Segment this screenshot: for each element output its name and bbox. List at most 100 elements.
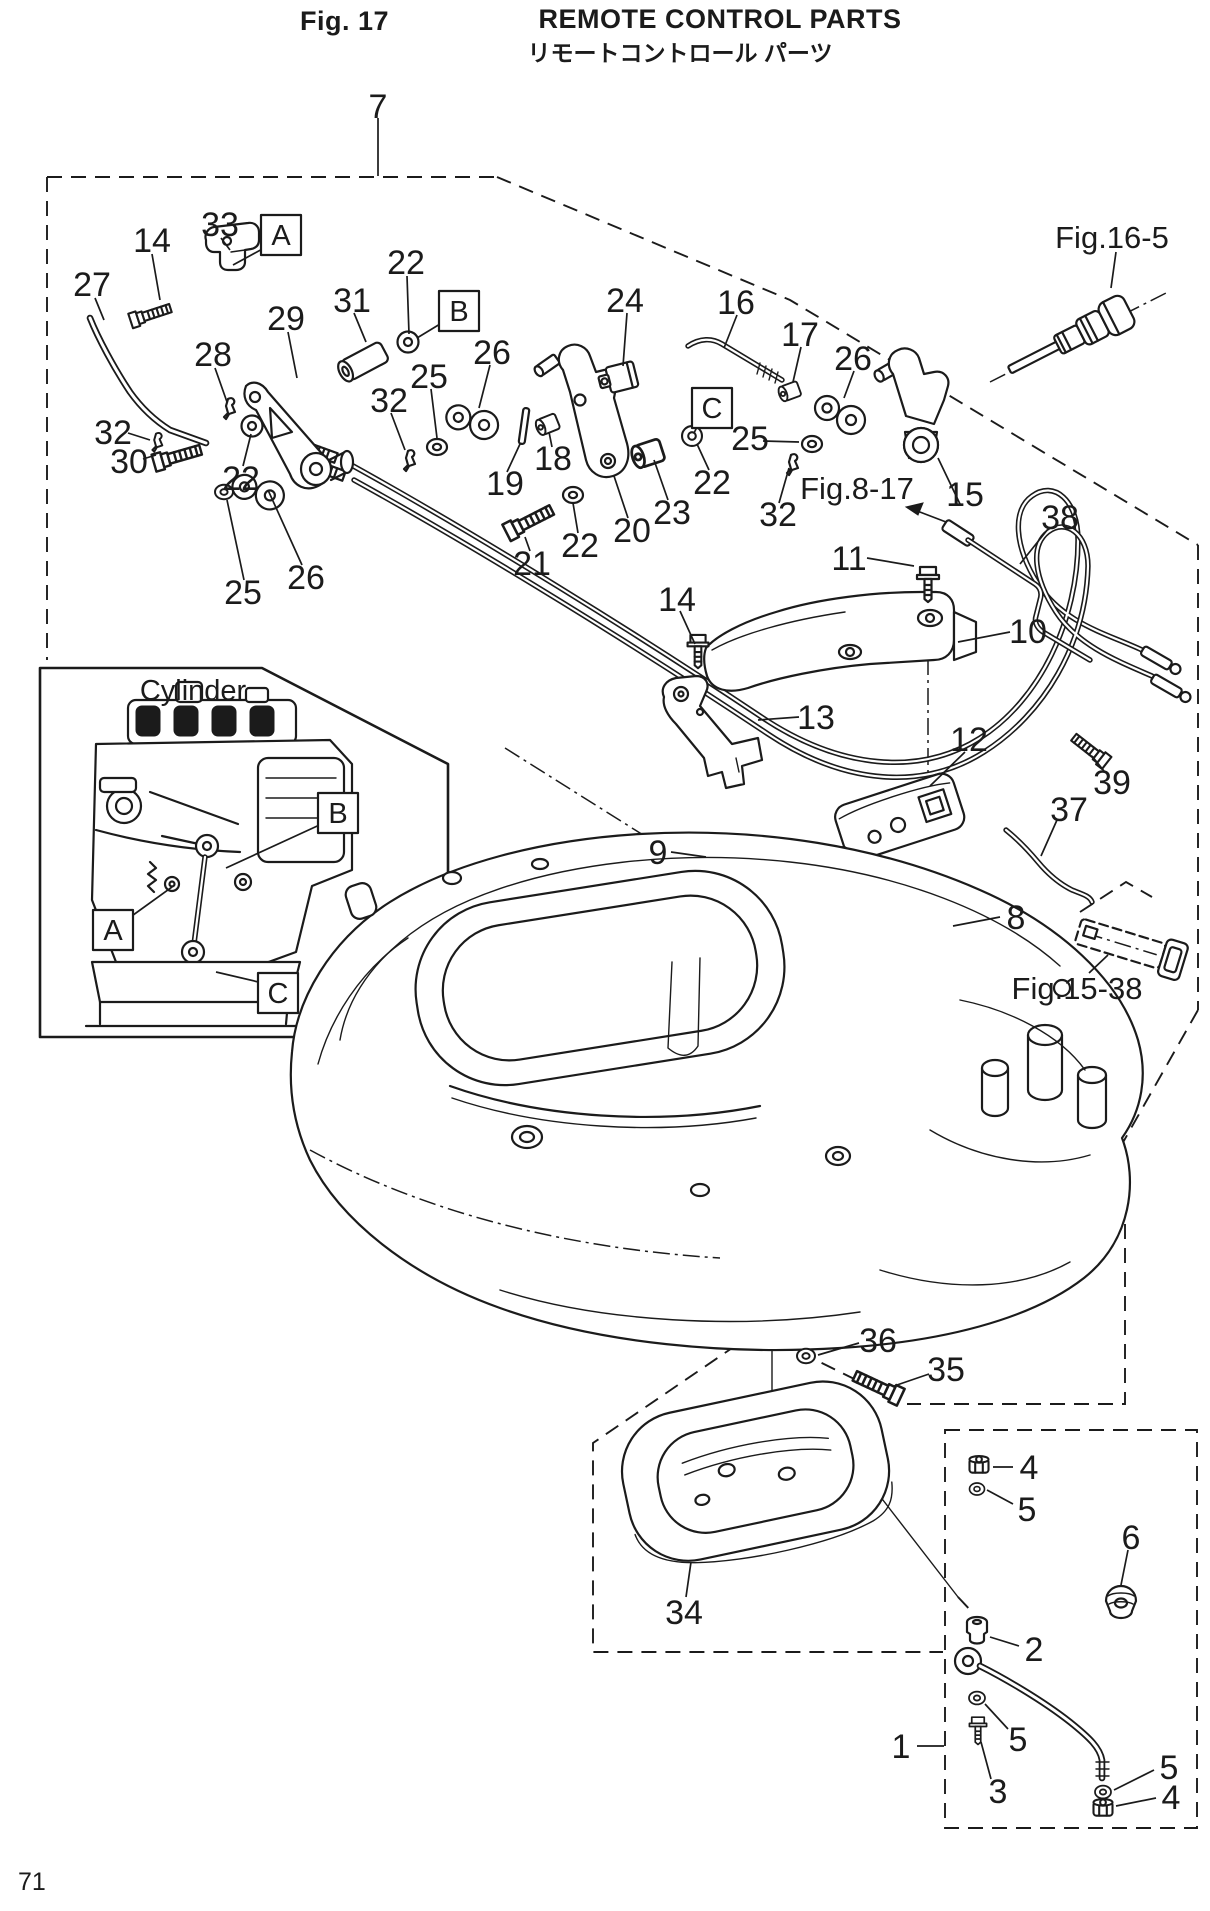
ref-box-B	[437, 289, 481, 333]
clip-32	[402, 449, 417, 473]
lower-cowl	[289, 831, 1144, 1352]
rod-37	[1003, 827, 1095, 905]
part-callout-22: 22	[561, 527, 599, 565]
part-callout-26: 26	[473, 334, 511, 372]
fig16-5-connector	[1007, 294, 1136, 374]
part-callout-4: 4	[1162, 1779, 1181, 1817]
part-callout-22: 22	[387, 244, 425, 282]
fig8-17-arrow	[904, 502, 947, 523]
nut-4	[968, 1454, 990, 1474]
part-callout-9: 9	[649, 834, 668, 872]
part-callout-32: 32	[94, 414, 132, 452]
ref-letter-A: A	[271, 220, 291, 252]
part-callout-21: 21	[513, 545, 551, 583]
part-callout-2: 2	[1025, 1631, 1044, 1669]
part-callout-14: 14	[658, 581, 696, 619]
plate-13	[661, 674, 764, 790]
ref-letter-B: B	[328, 798, 347, 830]
lever-15	[873, 347, 950, 464]
shift-lever-assembly	[402, 337, 950, 543]
bolt-3	[968, 1716, 988, 1746]
part-callout-11: 11	[831, 540, 866, 578]
washer-36	[796, 1347, 816, 1365]
ref-letter-C: C	[702, 393, 723, 425]
nut-17	[775, 379, 803, 404]
part-callout-29: 29	[267, 300, 305, 338]
ref-box-A	[259, 213, 303, 257]
part-callout-24: 24	[606, 282, 644, 320]
control-cables	[306, 442, 1192, 780]
part-callout-6: 6	[1122, 1519, 1141, 1557]
figure-ref-Fig.8-17: Fig.8-17	[800, 471, 914, 506]
clip-28	[222, 397, 237, 421]
fig15-38-connector	[1074, 918, 1189, 981]
part-callout-20: 20	[613, 512, 651, 550]
part-callout-5: 5	[1009, 1721, 1028, 1759]
washer-22b	[396, 330, 420, 354]
ref-box-A	[91, 908, 135, 952]
part-callout-33: 33	[201, 206, 239, 244]
part-callout-27: 27	[73, 266, 111, 304]
part-callout-37: 37	[1050, 791, 1088, 829]
part-callout-38: 38	[1041, 499, 1079, 537]
part-callout-10: 10	[1009, 613, 1047, 651]
figure-ref-Fig.15-38: Fig.15-38	[1012, 971, 1143, 1006]
page-title: REMOTE CONTROL PARTS	[538, 4, 902, 34]
part-callout-34: 34	[665, 1594, 703, 1632]
part-callout-39: 39	[1093, 764, 1131, 802]
part-callout-26: 26	[287, 559, 325, 597]
figure-ref-Fig.16-5: Fig.16-5	[1055, 220, 1169, 255]
washer-25	[425, 437, 449, 457]
grommet-6	[1104, 1584, 1138, 1620]
bushing-2	[965, 1615, 989, 1645]
part-callout-35: 35	[927, 1351, 965, 1389]
part-callout-32: 32	[370, 382, 408, 420]
part-callout-22: 22	[693, 464, 731, 502]
pin-19	[517, 406, 531, 446]
part-callout-8: 8	[1007, 899, 1026, 937]
cable-end-24	[597, 360, 640, 394]
leader-lines	[94, 118, 1157, 1807]
rod-38	[941, 519, 1093, 663]
washer-5b	[968, 1690, 986, 1706]
bolt-21	[501, 500, 558, 543]
washer-5	[968, 1482, 986, 1496]
washer-25	[800, 434, 824, 454]
part-callout-32: 32	[759, 496, 797, 534]
part-callout-5: 5	[1018, 1491, 1037, 1529]
mount-34	[620, 1380, 893, 1564]
bushing-18	[532, 412, 562, 438]
bolt-14	[127, 299, 174, 330]
part-callout-12: 12	[950, 721, 988, 759]
inset-title: Cylinder	[140, 675, 247, 707]
part-callout-30: 30	[110, 443, 148, 481]
page-title-japanese: リモートコントロール パーツ	[527, 40, 833, 66]
page-number: 71	[18, 1868, 46, 1896]
figure-number: Fig. 17	[300, 6, 390, 36]
part-callout-14: 14	[133, 222, 171, 260]
roller-26	[443, 397, 502, 447]
part-callout-3: 3	[989, 1773, 1008, 1811]
part-callout-23: 23	[653, 494, 691, 532]
part-callout-25: 25	[731, 420, 769, 458]
part-callout-18: 18	[534, 440, 572, 478]
spacer-31	[337, 341, 389, 383]
part-callout-1: 1	[892, 1728, 911, 1766]
part-callout-15: 15	[946, 476, 984, 514]
part-callout-22: 22	[222, 460, 260, 498]
part-callout-25: 25	[410, 358, 448, 396]
ref-box-B	[316, 791, 360, 835]
bracket-10	[703, 590, 978, 692]
part-callout-26: 26	[834, 340, 872, 378]
ref-letter-B: B	[449, 296, 468, 328]
part-callout-25: 25	[224, 574, 262, 612]
washer-22	[561, 485, 585, 505]
washer-5c	[1094, 1784, 1112, 1800]
ref-letter-C: C	[268, 978, 289, 1010]
bushing-23	[627, 437, 667, 471]
part-callout-31: 31	[333, 282, 371, 320]
